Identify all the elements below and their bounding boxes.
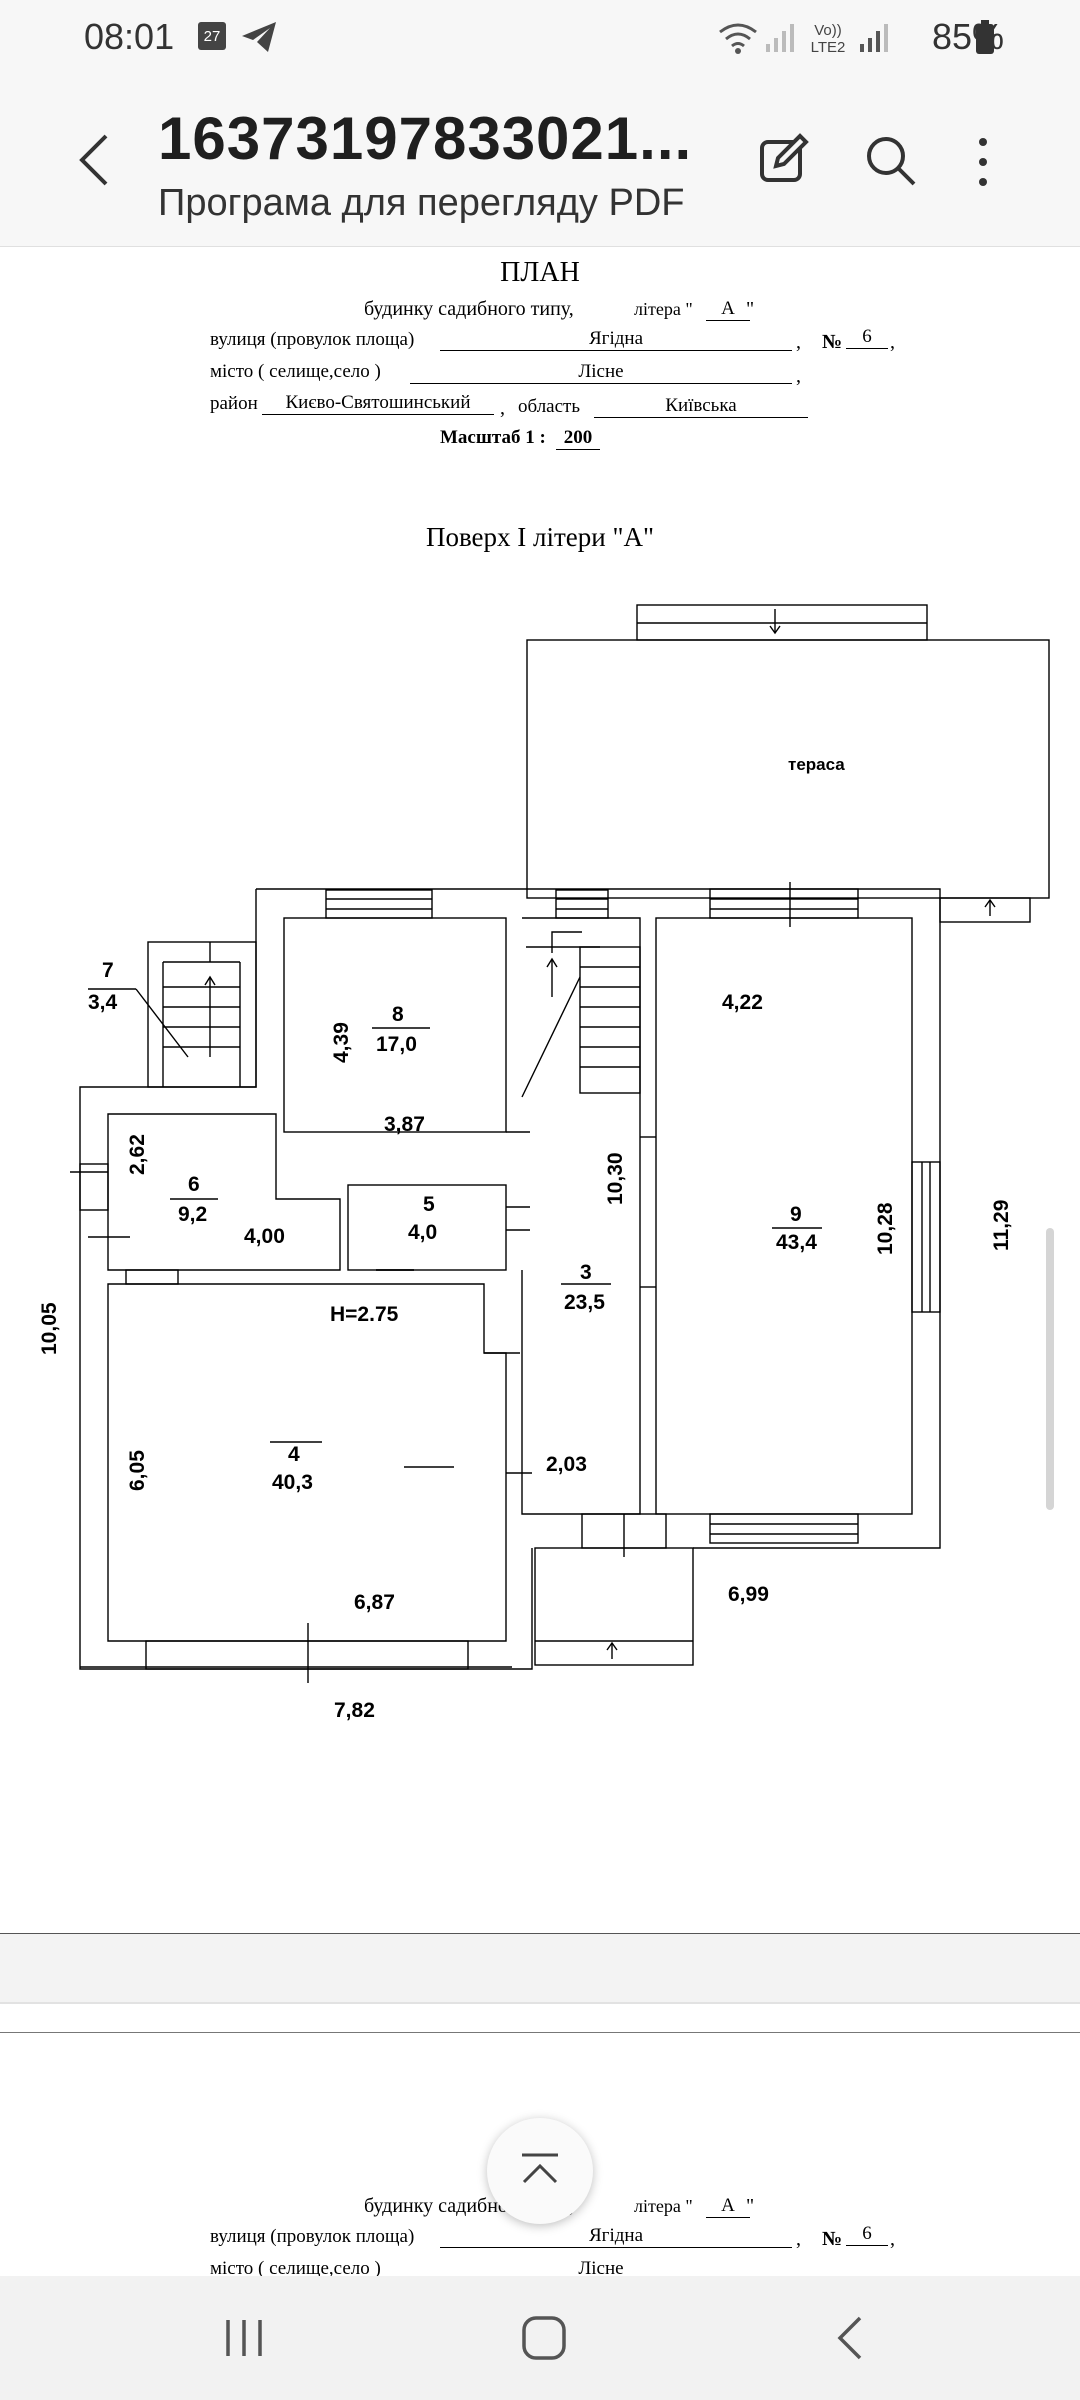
room-8-area: 17,0 <box>376 1033 417 1056</box>
navigation-bar <box>0 2276 1080 2400</box>
plan-heading: ПЛАН <box>500 257 580 288</box>
scroll-to-top-button[interactable] <box>487 2118 593 2224</box>
dimension-label: 6,99 <box>728 1583 769 1606</box>
back-arrow-icon[interactable] <box>66 130 126 190</box>
dimension-label: 10,05 <box>38 1302 61 1355</box>
dimension-label: 10,30 <box>604 1152 627 1205</box>
litera-value: А <box>706 2195 750 2218</box>
more-options-icon[interactable] <box>968 134 998 190</box>
comma: , <box>890 2228 895 2250</box>
battery-icon <box>976 20 994 54</box>
back-icon[interactable] <box>830 2314 870 2362</box>
comma: , <box>796 365 801 387</box>
litera-label: літера " <box>634 299 693 319</box>
calendar-badge-number: 27 <box>203 28 221 45</box>
recent-apps-icon[interactable] <box>222 2316 266 2360</box>
telegram-icon <box>242 22 276 52</box>
room-7-area: 3,4 <box>88 991 118 1014</box>
litera-quote: " <box>746 2195 755 2217</box>
signal-icon <box>766 24 794 52</box>
house-number-value: 6 <box>846 326 888 349</box>
dimension-label: 11,29 <box>990 1199 1013 1251</box>
room-6-area: 9,2 <box>178 1203 208 1226</box>
dimension-label: 6,05 <box>126 1450 149 1491</box>
litera-quote: " <box>746 298 755 320</box>
city-value: Лісне <box>410 361 792 384</box>
city-label: місто ( селище,село ) <box>210 361 381 382</box>
page-divider <box>0 2002 1080 2004</box>
room-5-area: 4,0 <box>408 1221 438 1244</box>
street-value: Ягідна <box>440 328 792 351</box>
dimension-label: 2,62 <box>126 1134 149 1175</box>
pdf-page[interactable]: ПЛАН будинку садибного типу, літера " А … <box>0 247 1080 1933</box>
city-value: Лісне <box>410 2258 792 2276</box>
page-divider <box>0 1933 1080 2003</box>
status-time: 08:01 <box>84 16 175 57</box>
room-8-number: 8 <box>392 1003 404 1026</box>
building-type-label: будинку садибного типу, <box>364 298 574 320</box>
litera-label: літера " <box>634 2196 693 2216</box>
dimension-label: 3,87 <box>384 1113 425 1136</box>
room-4-number: 4 <box>288 1443 300 1466</box>
edit-icon[interactable] <box>754 130 814 190</box>
dimension-label: 7,82 <box>334 1699 375 1722</box>
street-label: вулиця (провулок площа) <box>210 2226 415 2247</box>
terrace-label: тераса <box>788 755 845 774</box>
room-3-number: 3 <box>580 1261 592 1284</box>
home-icon[interactable] <box>520 2314 568 2362</box>
district-value: Києво-Святошинський <box>262 392 494 415</box>
room-4-area: 40,3 <box>272 1471 313 1494</box>
house-number-label: № <box>822 331 843 353</box>
room-7-number: 7 <box>102 959 114 982</box>
calendar-notification-icon: 27 <box>198 22 226 50</box>
dimension-label: 6,87 <box>354 1591 395 1614</box>
status-bar: 08:01 27 Vo)) LTE2 85% <box>0 0 1080 78</box>
signal-icon-2 <box>860 24 888 52</box>
app-subtitle: Програма для перегляду PDF <box>158 182 685 224</box>
room-5-number: 5 <box>423 1193 435 1216</box>
floor-plan-drawing <box>70 604 1050 1683</box>
comma: , <box>796 331 801 353</box>
city-label: місто ( селище,село ) <box>210 2258 381 2276</box>
region-label: область <box>518 396 581 417</box>
comma: , <box>796 2228 801 2250</box>
document-title: 16373197833021... <box>158 105 693 172</box>
district-label: район <box>210 393 258 414</box>
scrollbar-thumb[interactable] <box>1046 1228 1054 1510</box>
search-icon[interactable] <box>862 132 922 192</box>
scale-value: 200 <box>556 427 600 450</box>
wifi-icon <box>719 23 757 54</box>
page-divider <box>0 2032 1080 2100</box>
street-label: вулиця (провулок площа) <box>210 329 415 350</box>
dimension-label: 4,00 <box>244 1225 285 1248</box>
litera-value: А <box>706 298 750 321</box>
comma: , <box>890 331 895 353</box>
room-9-number: 9 <box>790 1203 802 1226</box>
street-value: Ягідна <box>440 2225 792 2248</box>
chevron-up-icon <box>522 2153 558 2184</box>
comma: , <box>500 397 505 419</box>
room-9-area: 43,4 <box>776 1231 817 1254</box>
ceiling-height-label: H=2.75 <box>330 1303 399 1326</box>
network-type-label: Vo)) LTE2 <box>810 22 846 56</box>
scale-label: Масштаб 1 : <box>440 427 546 448</box>
room-6-number: 6 <box>188 1173 200 1196</box>
floor-title: Поверх I літери "А" <box>425 522 655 552</box>
dimension-label: 10,28 <box>874 1202 897 1255</box>
house-number-value: 6 <box>846 2223 888 2246</box>
dimension-label: 4,22 <box>722 991 763 1014</box>
dimension-label: 2,03 <box>546 1453 587 1476</box>
region-value: Київська <box>594 395 808 418</box>
house-number-label: № <box>822 2228 843 2250</box>
room-3-area: 23,5 <box>564 1291 605 1314</box>
dimension-label: 4,39 <box>330 1022 353 1063</box>
app-bar: 16373197833021... Програма для перегляду… <box>0 78 1080 247</box>
